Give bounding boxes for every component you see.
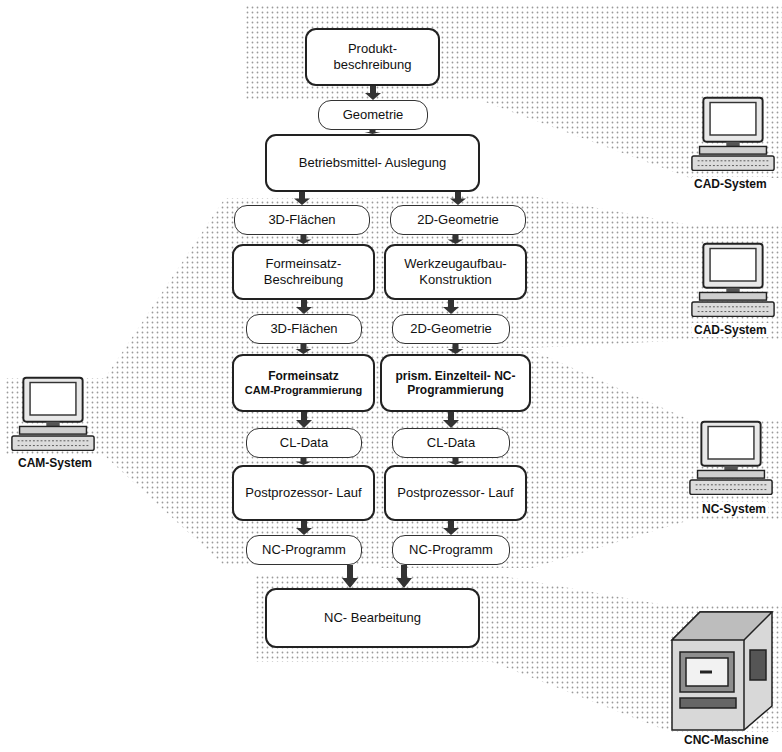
data-box: CL-Data [392,428,510,458]
system-zone [380,196,782,348]
flow-arrow [365,86,381,100]
box-text: Werkzeugaufbau- Konstruktion [394,256,517,287]
flow-arrow [294,192,310,205]
box-text: CL-Data [427,435,475,451]
box-text: CL-Data [280,435,328,451]
computer-icon [692,98,774,171]
box-text: 2D-Geometrie [410,321,492,337]
flow-arrow [296,235,312,244]
box-text: Postprozessor- Lauf [397,485,513,501]
box-text: Betriebsmittel- Auslegung [299,155,446,171]
flow-arrow [296,300,312,314]
flow-arrow [396,565,412,588]
system-zone [4,198,380,566]
flow-arrow [443,412,459,428]
system-zone [255,574,782,732]
system-label: NC-System [700,502,768,516]
data-box: NC-Programm [392,535,510,565]
data-box: Geometrie [318,100,428,130]
box-text: Produkt- beschreibung [315,41,430,72]
box-text: 2D-Geometrie [417,212,499,228]
computer-icon [692,244,774,317]
process-box: NC- Bearbeitung [265,588,480,648]
flow-arrow [342,565,358,588]
data-box: CL-Data [246,428,362,458]
flow-arrow [448,235,464,244]
data-box: 3D-Flächen [234,205,370,235]
data-box: 3D-Flächen [246,314,362,344]
flow-arrow [443,300,459,314]
flow-arrow [296,458,312,465]
box-text: CAM-Programmierung [245,384,362,397]
box-text: Formeinsatz- Beschreibung [242,256,365,287]
flow-arrow [296,412,312,428]
box-text: NC- Bearbeitung [324,610,421,626]
process-box: FormeinsatzCAM-Programmierung [232,354,375,412]
system-label: CAD-System [692,177,769,191]
flow-arrow [443,521,459,535]
box-text: NC-Programm [409,542,493,558]
data-box: NC-Programm [246,535,362,565]
computer-icon [12,378,94,451]
process-box: Formeinsatz- Beschreibung [232,244,375,300]
flow-arrow [296,344,312,354]
flow-arrow [448,458,464,465]
data-box: 2D-Geometrie [390,205,526,235]
data-box: 2D-Geometrie [392,314,510,344]
computer-icon [690,422,772,495]
system-label: CAD-System [692,323,769,337]
system-label: CAM-System [16,456,94,470]
box-text: Postprozessor- Lauf [245,485,361,501]
system-label: CNC-Maschine [682,733,771,747]
system-zone [380,350,782,568]
process-box: Postprozessor- Lauf [384,465,527,521]
box-text: 3D-Flächen [268,212,335,228]
process-box: prism. Einzelteil- NC-Programmierung [380,354,531,412]
box-text: 3D-Flächen [270,321,337,337]
process-box: Postprozessor- Lauf [232,465,375,521]
flow-arrow [450,192,466,205]
flow-arrow [296,521,312,535]
process-box: Betriebsmittel- Auslegung [265,134,480,192]
box-text: prism. Einzelteil- NC-Programmierung [390,369,521,398]
process-box: Produkt- beschreibung [305,28,440,86]
box-text: NC-Programm [262,542,346,558]
process-box: Werkzeugaufbau- Konstruktion [384,244,527,300]
flow-arrow [448,344,464,354]
cnc-machine [672,612,772,730]
box-text: Formeinsatz [268,369,339,383]
box-text: Geometrie [343,107,404,123]
